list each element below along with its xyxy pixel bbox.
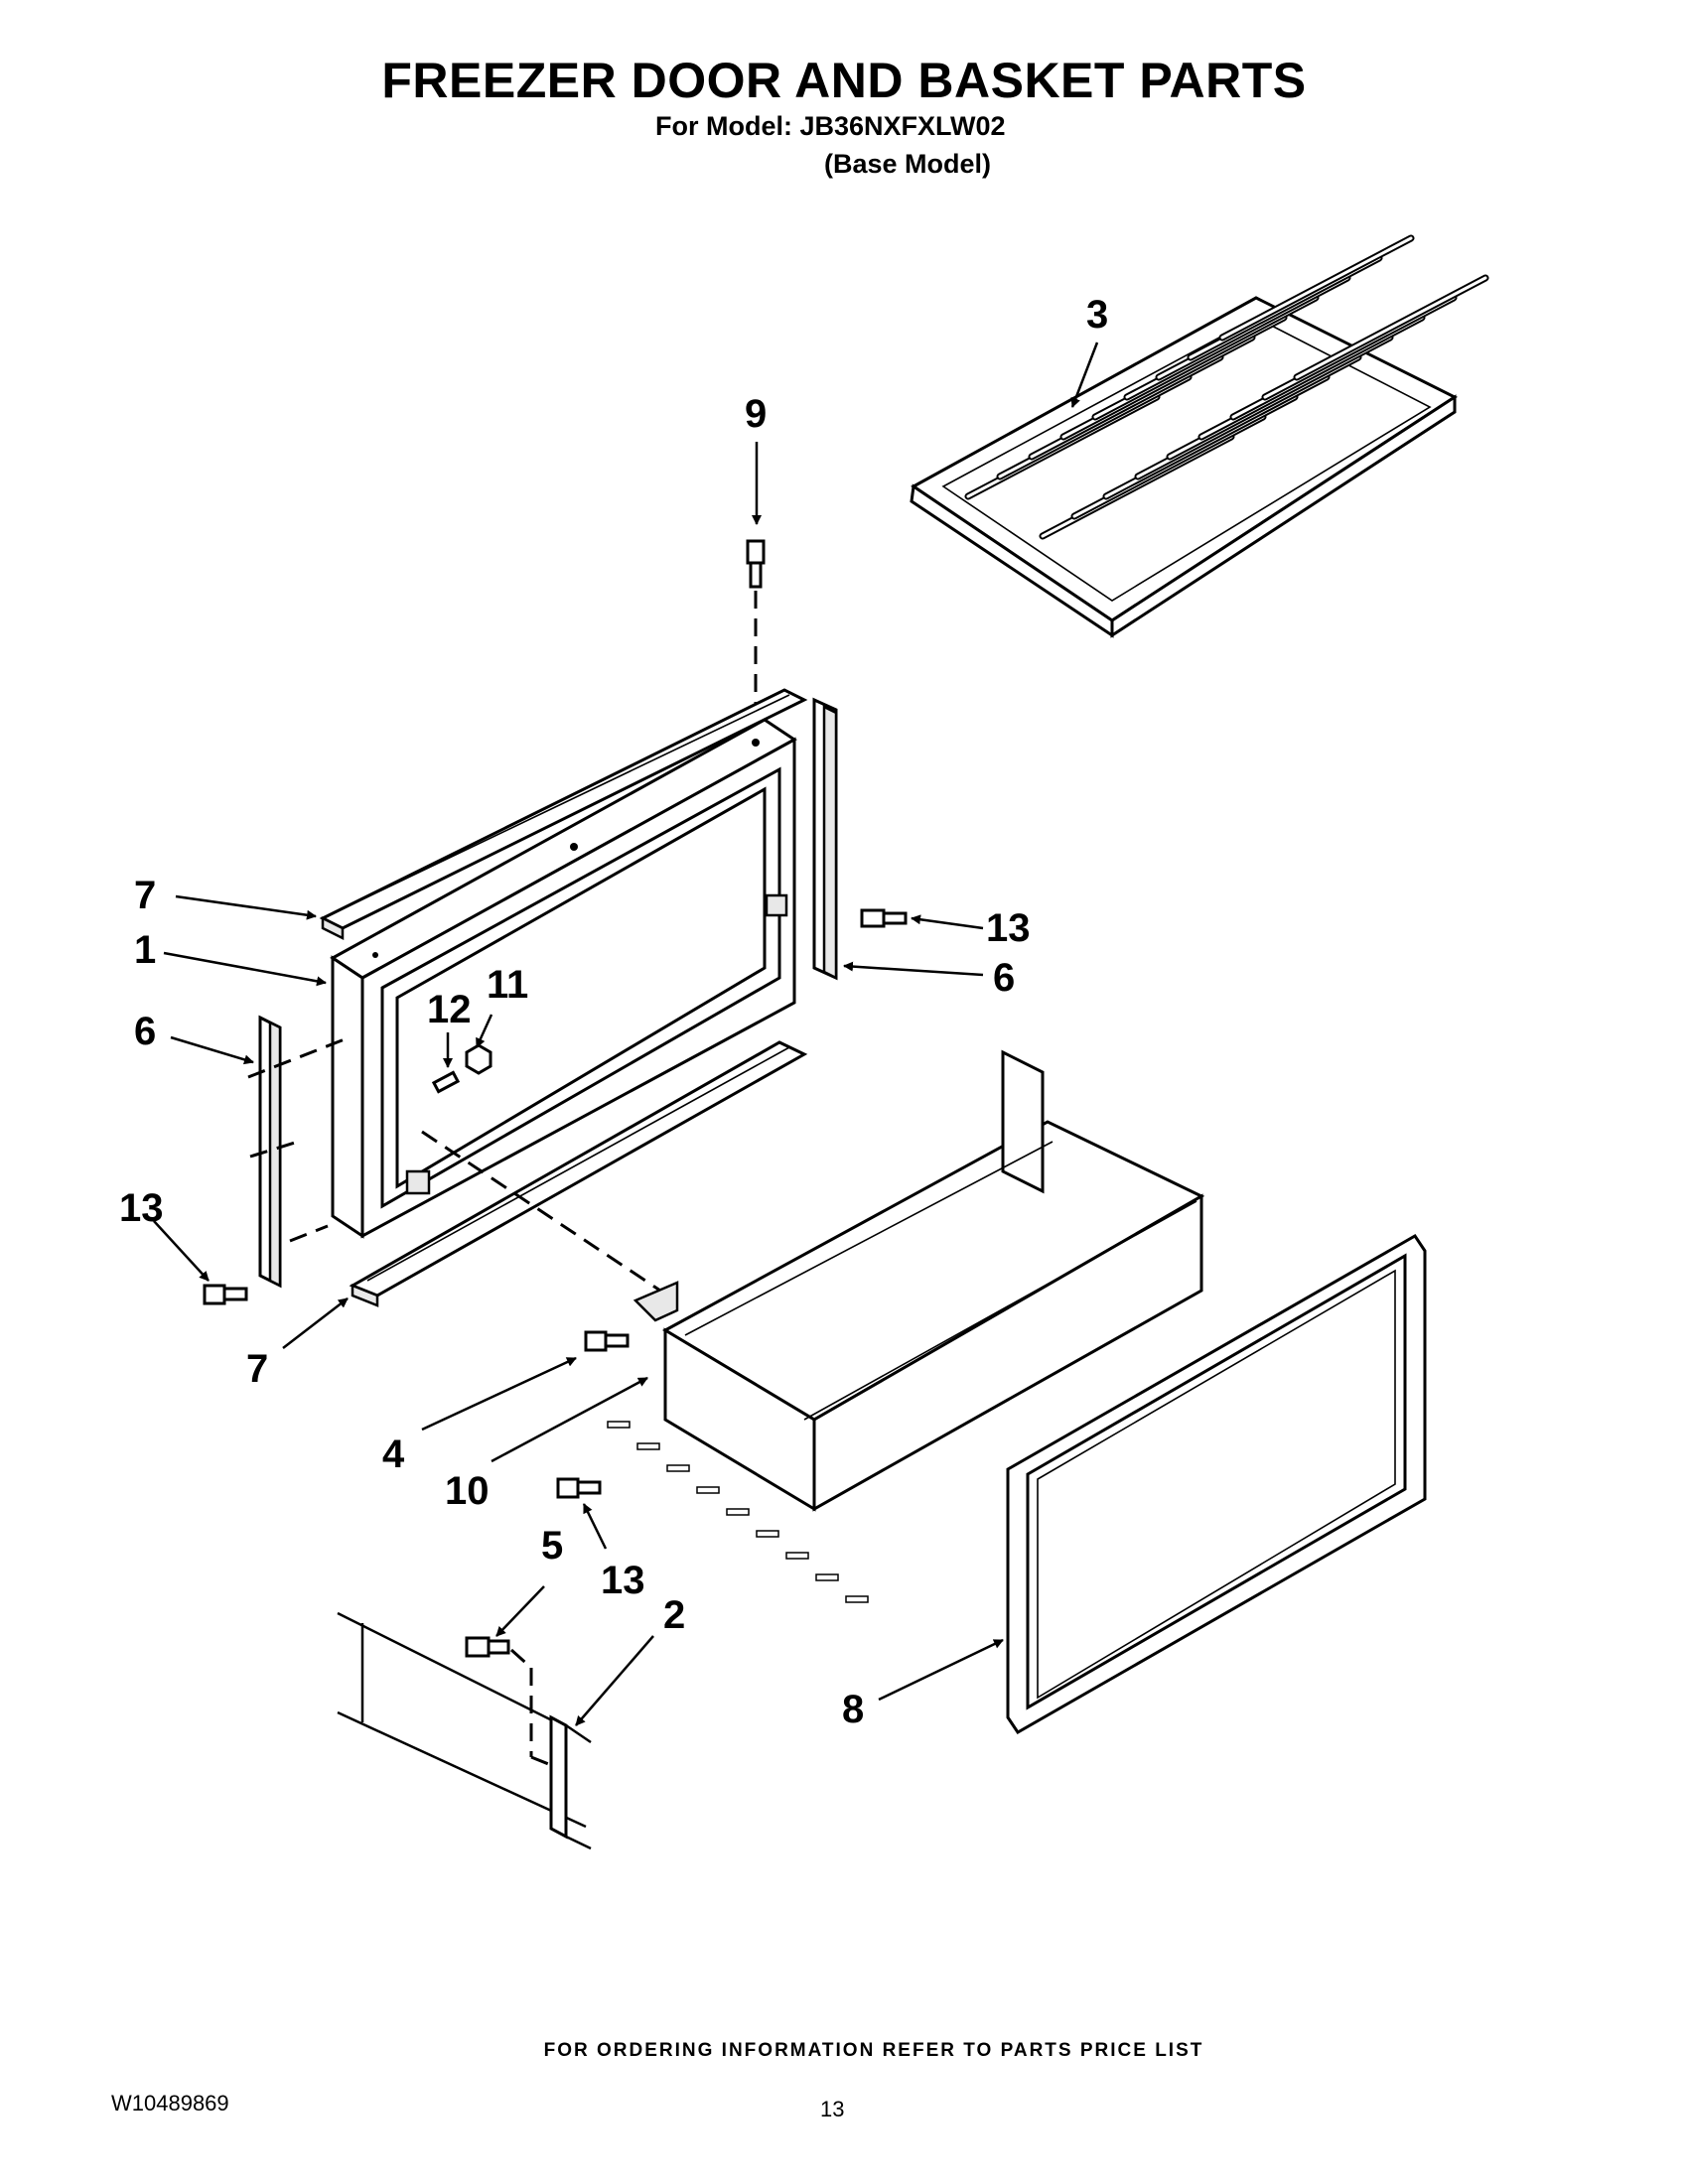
clip-piece [845, 1595, 869, 1603]
basket-tray-part [910, 234, 1489, 638]
callout-13-basket: 13 [601, 1559, 645, 1602]
callout-4: 4 [382, 1433, 405, 1476]
panel-screw-part [465, 1636, 510, 1658]
document-number: W10489869 [111, 2091, 229, 2116]
door-frame-part [330, 718, 797, 1239]
tray-slot [1295, 276, 1487, 379]
clip-piece [666, 1464, 690, 1472]
callout-2: 2 [663, 1593, 685, 1637]
clip-piece [607, 1421, 631, 1429]
nut-part [465, 1043, 492, 1075]
upper-door-trim-part [319, 688, 808, 941]
clip-piece [785, 1552, 809, 1560]
clip-piece [815, 1573, 839, 1581]
model-line: For Model: JB36NXFXLW02 [655, 111, 1006, 141]
left-side-trim-part [258, 1015, 282, 1289]
screw-bracket-part [584, 1330, 630, 1352]
page-number: 13 [820, 2097, 845, 2121]
screw-right-part [860, 908, 908, 928]
clip-piece [696, 1486, 720, 1494]
front-panel-part [337, 1611, 592, 1850]
callout-1: 1 [134, 928, 156, 972]
leader-lines [153, 341, 1099, 1726]
callout-11: 11 [487, 963, 528, 1007]
right-side-trim-part [812, 697, 838, 981]
callout-7-bottom: 7 [246, 1347, 268, 1391]
callout-8: 8 [842, 1688, 864, 1731]
tray-slot [1220, 236, 1413, 340]
callout-12: 12 [427, 988, 472, 1031]
callout-3: 3 [1086, 293, 1108, 337]
clip-piece [756, 1530, 779, 1538]
callout-13-right: 13 [986, 906, 1031, 950]
clip-set-part [607, 1421, 869, 1603]
top-screw-part [746, 539, 766, 589]
stud-part [431, 1070, 461, 1094]
callout-9: 9 [745, 392, 767, 436]
callout-7-top: 7 [134, 874, 156, 917]
lower-door-trim-part [349, 1040, 808, 1307]
callout-5: 5 [541, 1524, 563, 1568]
page-title: FREEZER DOOR AND BASKET PARTS [381, 53, 1307, 108]
clip-piece [636, 1442, 660, 1450]
clip-piece [726, 1508, 750, 1516]
ordering-note: FOR ORDERING INFORMATION REFER TO PARTS … [543, 2040, 1204, 2061]
callout-10: 10 [445, 1469, 490, 1513]
base-model-label: (Base Model) [824, 149, 992, 179]
callout-6-right: 6 [993, 956, 1015, 1000]
freezer-basket-part [633, 1049, 1205, 1512]
basket-gasket-part [1006, 1234, 1427, 1734]
screw-left-part [203, 1284, 248, 1305]
callout-13-left: 13 [119, 1186, 164, 1230]
screw-basket-part [556, 1477, 602, 1499]
callout-6-left: 6 [134, 1010, 156, 1053]
